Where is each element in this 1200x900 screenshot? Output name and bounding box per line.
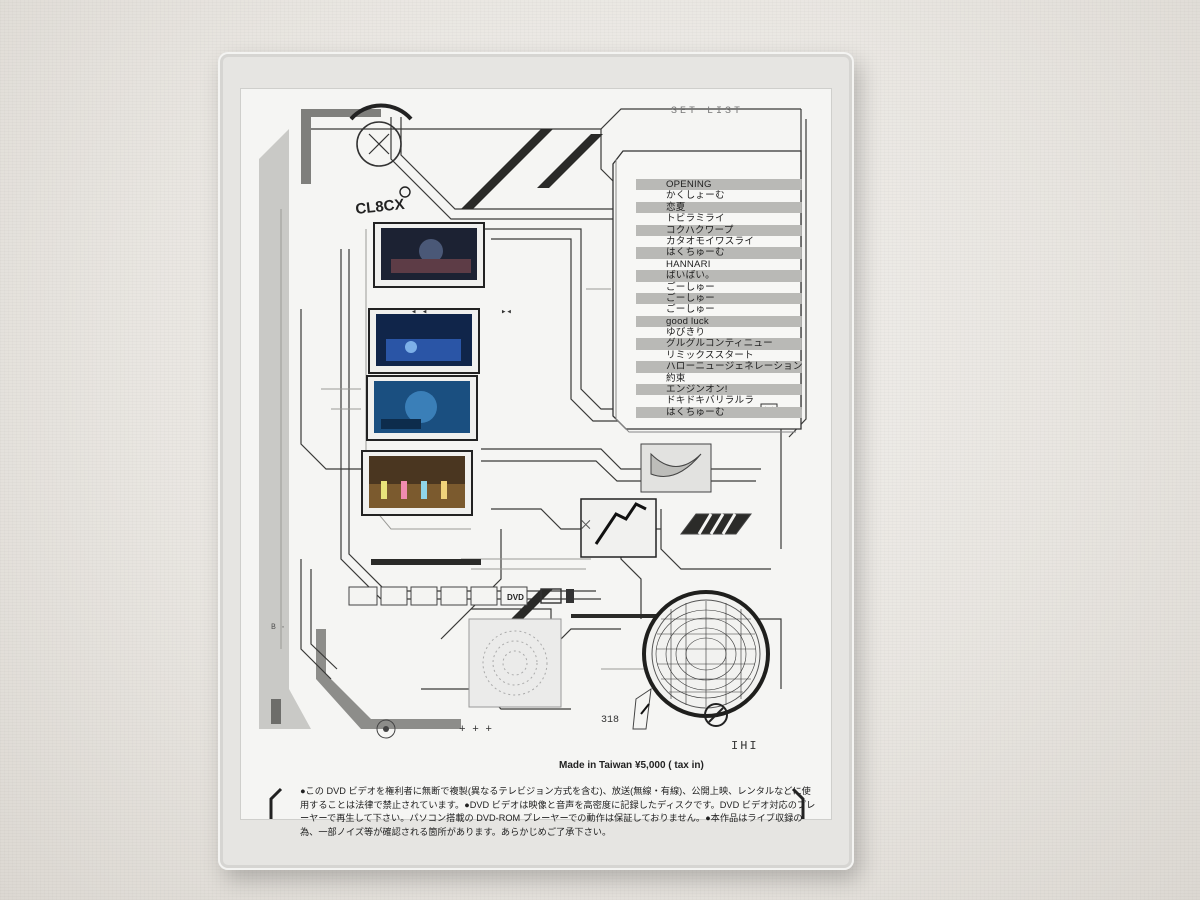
circuit-artwork: CL8CX [259,103,807,819]
track-item: OPENING [636,179,816,191]
svg-text:⨉: ⨉ [581,519,591,533]
svg-text:+ + +: + + + [459,724,492,736]
track-item: good luck [636,315,816,328]
track-item: はくちゅーむ [636,406,816,419]
svg-text:B ·: B · [271,623,285,632]
made-in-price: Made in Taiwan ¥5,000 ( tax in) [559,760,704,771]
film-strip [361,222,485,516]
track-item: ゆびきり [666,327,706,339]
svg-text:◂ ◂: ◂ ◂ [411,307,427,317]
track-item: HANNARI [666,258,711,270]
track-item: はくちゅーむ [636,247,816,259]
logo: CL8CX [355,196,406,218]
catalog-number: 318 [601,715,619,726]
track-item: ごーしゅー [666,304,715,316]
track-item: かくしょーむ [666,190,725,202]
svg-text:IHI: IHI [731,739,759,753]
track-item: ごーしゅー [636,292,816,305]
legal-notice: ●この DVD ビデオを権利者に無断で複製(異なるテレビジョン方式を含む)、放送… [300,786,816,837]
track-item: ばいばい。 [636,270,816,282]
track-item: エンジンオン! [636,384,816,396]
back-cover: CL8CX [240,88,832,837]
track-item: グルグルコンティニュー [636,338,816,350]
track-item: 恋夏 [636,201,816,214]
track-item: カタオモイワスライ [666,235,755,247]
track-item: トビラミライ [666,213,725,225]
svg-text:▸◂: ▸◂ [501,307,512,317]
track-item: ごーしゅー [666,281,715,293]
grid-sphere-graphic [642,590,770,718]
track-item: コクハクワープ [636,224,816,236]
dvd-case: CL8CX [218,52,854,870]
dvd-logo: DVD [507,593,524,602]
svg-text:SET LIST: SET LIST [671,106,743,117]
track-list: OPENING かくしょーむ 恋夏 トビラミライ コクハクワープ カタオモイワス… [636,179,816,419]
track-item: ドキドキバリラルラ [666,395,755,407]
track-item: リミックススタート [666,349,754,361]
track-item: ハローニュージェネレーション [636,361,816,373]
track-item: 約束 [666,372,686,384]
